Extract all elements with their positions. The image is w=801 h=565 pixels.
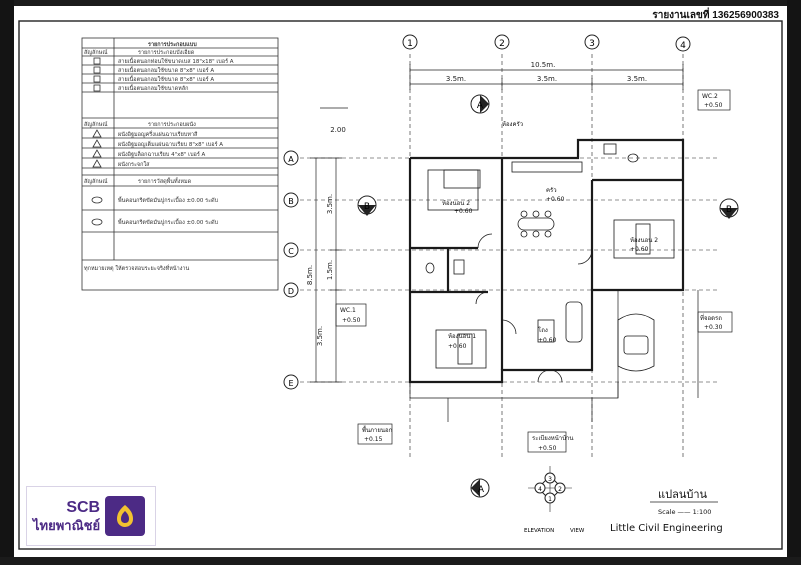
elevation-label: ELEVATION bbox=[524, 528, 554, 534]
elevation-num-4: 4 bbox=[538, 486, 542, 493]
room-kitchen-2-name: ห้องครัว bbox=[502, 121, 523, 128]
legend-row: ผนังกระจกใส bbox=[118, 161, 150, 168]
room-carport-name: ที่จอดรถ bbox=[700, 314, 722, 322]
sheet-border bbox=[18, 20, 783, 550]
grid-row-a: A bbox=[288, 155, 294, 164]
dimension-lines bbox=[310, 64, 684, 383]
legend-col-symbol-2: สัญลักษณ์ bbox=[84, 121, 107, 128]
bank-name-th: ไทยพาณิชย์ bbox=[33, 518, 101, 533]
grid-bubbles: 1 2 3 4 A B C D E bbox=[283, 34, 691, 390]
dim-total: 10.5m. bbox=[531, 61, 556, 69]
dim-bay-3: 3.5m. bbox=[627, 75, 647, 83]
room-wc2-level: +0.50 bbox=[704, 102, 723, 109]
section-mark-b-right: B bbox=[726, 205, 732, 215]
legend-row: ผนังอิฐบล็อกฉาบเรียบ 4"x8" เบอร์ A bbox=[118, 150, 206, 158]
building-walls bbox=[408, 138, 685, 384]
report-number: รายงานเลขที่ 136256900383 bbox=[652, 10, 779, 21]
grid-row-e: E bbox=[288, 379, 293, 388]
grid-row-b: B bbox=[288, 197, 294, 206]
scanner-frame-left bbox=[0, 0, 14, 565]
plan-scale: Scale —— 1:100 bbox=[658, 508, 711, 516]
grid-row-d: D bbox=[288, 287, 294, 296]
legend-row: สายเนื้อตนอกลมใช้ขนาด 8"x8" เบอร์ A bbox=[118, 75, 214, 83]
dim-side-total: 8.5m. bbox=[306, 265, 314, 285]
legend-row: พื้นคอนกรีตขัดมันปูกระเบื้อง ±0.00 ระดับ bbox=[118, 196, 219, 204]
plan-title: แปลนบ้าน bbox=[658, 488, 707, 501]
elevation-num-1: 1 bbox=[548, 496, 552, 503]
legend-row: ผนังอิฐมอญครึ่งแผ่นฉาบเรียบทาสี bbox=[118, 130, 198, 138]
scanner-frame-top bbox=[0, 0, 801, 6]
room-outside-name: พื้นภายนอก bbox=[362, 424, 393, 434]
room-bedroom-3-level: +0.60 bbox=[630, 246, 649, 253]
legend-col-symbol-3: สัญลักษณ์ bbox=[84, 178, 107, 185]
dim-porch: 2.00 bbox=[330, 126, 346, 134]
room-wc1-level: +0.50 bbox=[342, 317, 361, 324]
room-hall-name: โถง bbox=[538, 326, 548, 334]
section-mark-a-top: A bbox=[477, 101, 484, 111]
room-kitchen-name: ครัว bbox=[546, 187, 557, 194]
legend-section-2-title: รายการประกอบผนัง bbox=[148, 121, 196, 128]
room-bedroom-3-name: ห้องนอน 2 bbox=[630, 237, 658, 244]
elevation-view-key: 3 2 1 4 ELEVATION VIEW bbox=[524, 466, 585, 534]
scanner-frame-bottom bbox=[0, 557, 801, 565]
room-bedroom-1-level: +0.60 bbox=[448, 343, 467, 350]
title-block: แปลนบ้าน Scale —— 1:100 Little Civil Eng… bbox=[610, 488, 723, 534]
room-bedroom-1-name: ห้องนอน 1 bbox=[448, 333, 476, 340]
legend-row: พื้นคอนกรีตขัดมันปูกระเบื้อง ±0.00 ระดับ bbox=[118, 218, 219, 226]
legend-section-1-title: รายการประกอบบังเอียด bbox=[138, 49, 195, 56]
dim-row-1: 3.5m. bbox=[326, 194, 334, 214]
grid-col-4: 4 bbox=[680, 41, 686, 51]
room-porch-name: ระเบียงหน้าบ้าน bbox=[532, 434, 573, 442]
grid-lines bbox=[300, 54, 718, 460]
scb-logo: SCB ไทยพาณิชย์ bbox=[26, 486, 156, 546]
elevation-num-2: 2 bbox=[558, 486, 562, 493]
dim-row-3: 3.5m. bbox=[316, 326, 324, 346]
room-porch-level: +0.50 bbox=[538, 445, 557, 452]
grid-col-2: 2 bbox=[499, 39, 505, 49]
room-wc1-name: WC.1 bbox=[340, 307, 356, 314]
section-markers: A A B B bbox=[357, 94, 739, 498]
legend-row: สายเนื้อตนอกลมใช้ขนาด 8"x8" เบอร์ A bbox=[118, 66, 214, 74]
firm-name: Little Civil Engineering bbox=[610, 523, 723, 534]
grid-col-3: 3 bbox=[589, 39, 595, 49]
scanner-frame-right bbox=[787, 0, 801, 565]
legend-row: สายเนื้อตนอกท่อนใช้ขนาดเบส 18"x18" เบอร์… bbox=[118, 57, 234, 65]
dim-bay-1: 3.5m. bbox=[446, 75, 466, 83]
room-label-boxes bbox=[335, 89, 733, 453]
floor-plan-sheet: รายการประกอบแบบ สัญลักษณ์ รายการประกอบบั… bbox=[18, 20, 783, 550]
grid-row-c: C bbox=[288, 247, 294, 256]
fixtures bbox=[425, 143, 675, 372]
legend-col-symbol-1: สัญลักษณ์ bbox=[84, 49, 107, 56]
bank-name-en: SCB bbox=[66, 499, 101, 516]
section-mark-b-left: B bbox=[364, 202, 370, 212]
legend-table bbox=[81, 37, 279, 291]
room-outside-level: +0.15 bbox=[364, 436, 383, 443]
room-bedroom-2-level: +0.60 bbox=[454, 208, 473, 215]
legend-note: ทุกหมายเหตุ ให้ตรวจสอบระยะจริงที่หน้างาน bbox=[84, 264, 189, 272]
elevation-num-3: 3 bbox=[548, 476, 552, 483]
room-hall-level: +0.60 bbox=[538, 337, 557, 344]
room-carport-level: +0.30 bbox=[704, 324, 723, 331]
legend-row: สายเนื้อตนอกลมใช้ขนาดหลัก bbox=[118, 84, 189, 92]
room-wc2-name: WC.2 bbox=[702, 93, 718, 100]
room-kitchen-level: +0.60 bbox=[546, 196, 565, 203]
door-swings bbox=[475, 233, 593, 383]
room-bedroom-2-name: ห้องนอน 2 bbox=[442, 200, 470, 207]
scb-emblem-icon bbox=[105, 496, 146, 536]
grid-col-1: 1 bbox=[407, 39, 413, 49]
legend-section-3-title: รายการวัสดุพื้นทั้งหมด bbox=[138, 177, 192, 185]
dim-bay-2: 3.5m. bbox=[537, 75, 557, 83]
legend-row: ผนังอิฐมอญเต็มแผ่นฉาบเรียบ 8"x8" เบอร์ A bbox=[118, 140, 223, 148]
terrace-lines bbox=[409, 290, 699, 422]
legend-symbols bbox=[91, 57, 103, 226]
dim-row-2: 1.5m. bbox=[326, 260, 334, 280]
section-mark-a-bottom: A bbox=[478, 485, 485, 495]
view-label: VIEW bbox=[570, 528, 585, 534]
legend-heading: รายการประกอบแบบ bbox=[148, 40, 197, 48]
